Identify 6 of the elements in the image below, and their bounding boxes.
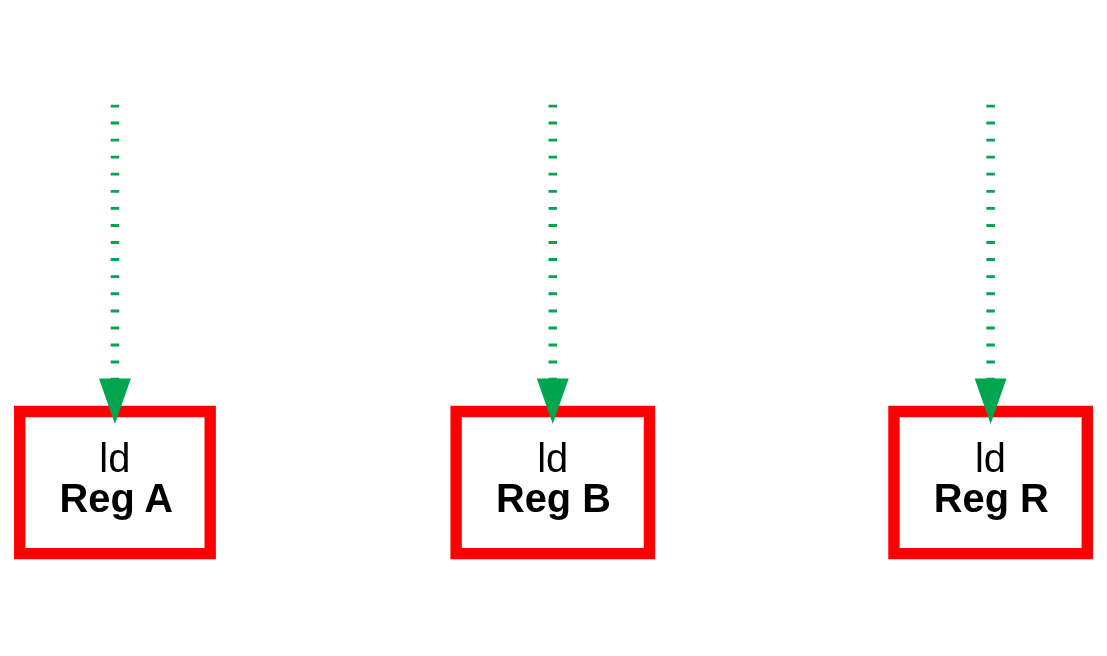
arrow: [974, 104, 1007, 424]
arrow: [536, 104, 569, 424]
node-box: ld Reg B: [450, 405, 656, 560]
node-box: ld Reg A: [14, 405, 216, 560]
arrow: [99, 104, 131, 424]
node-box: ld Reg R: [888, 405, 1093, 560]
